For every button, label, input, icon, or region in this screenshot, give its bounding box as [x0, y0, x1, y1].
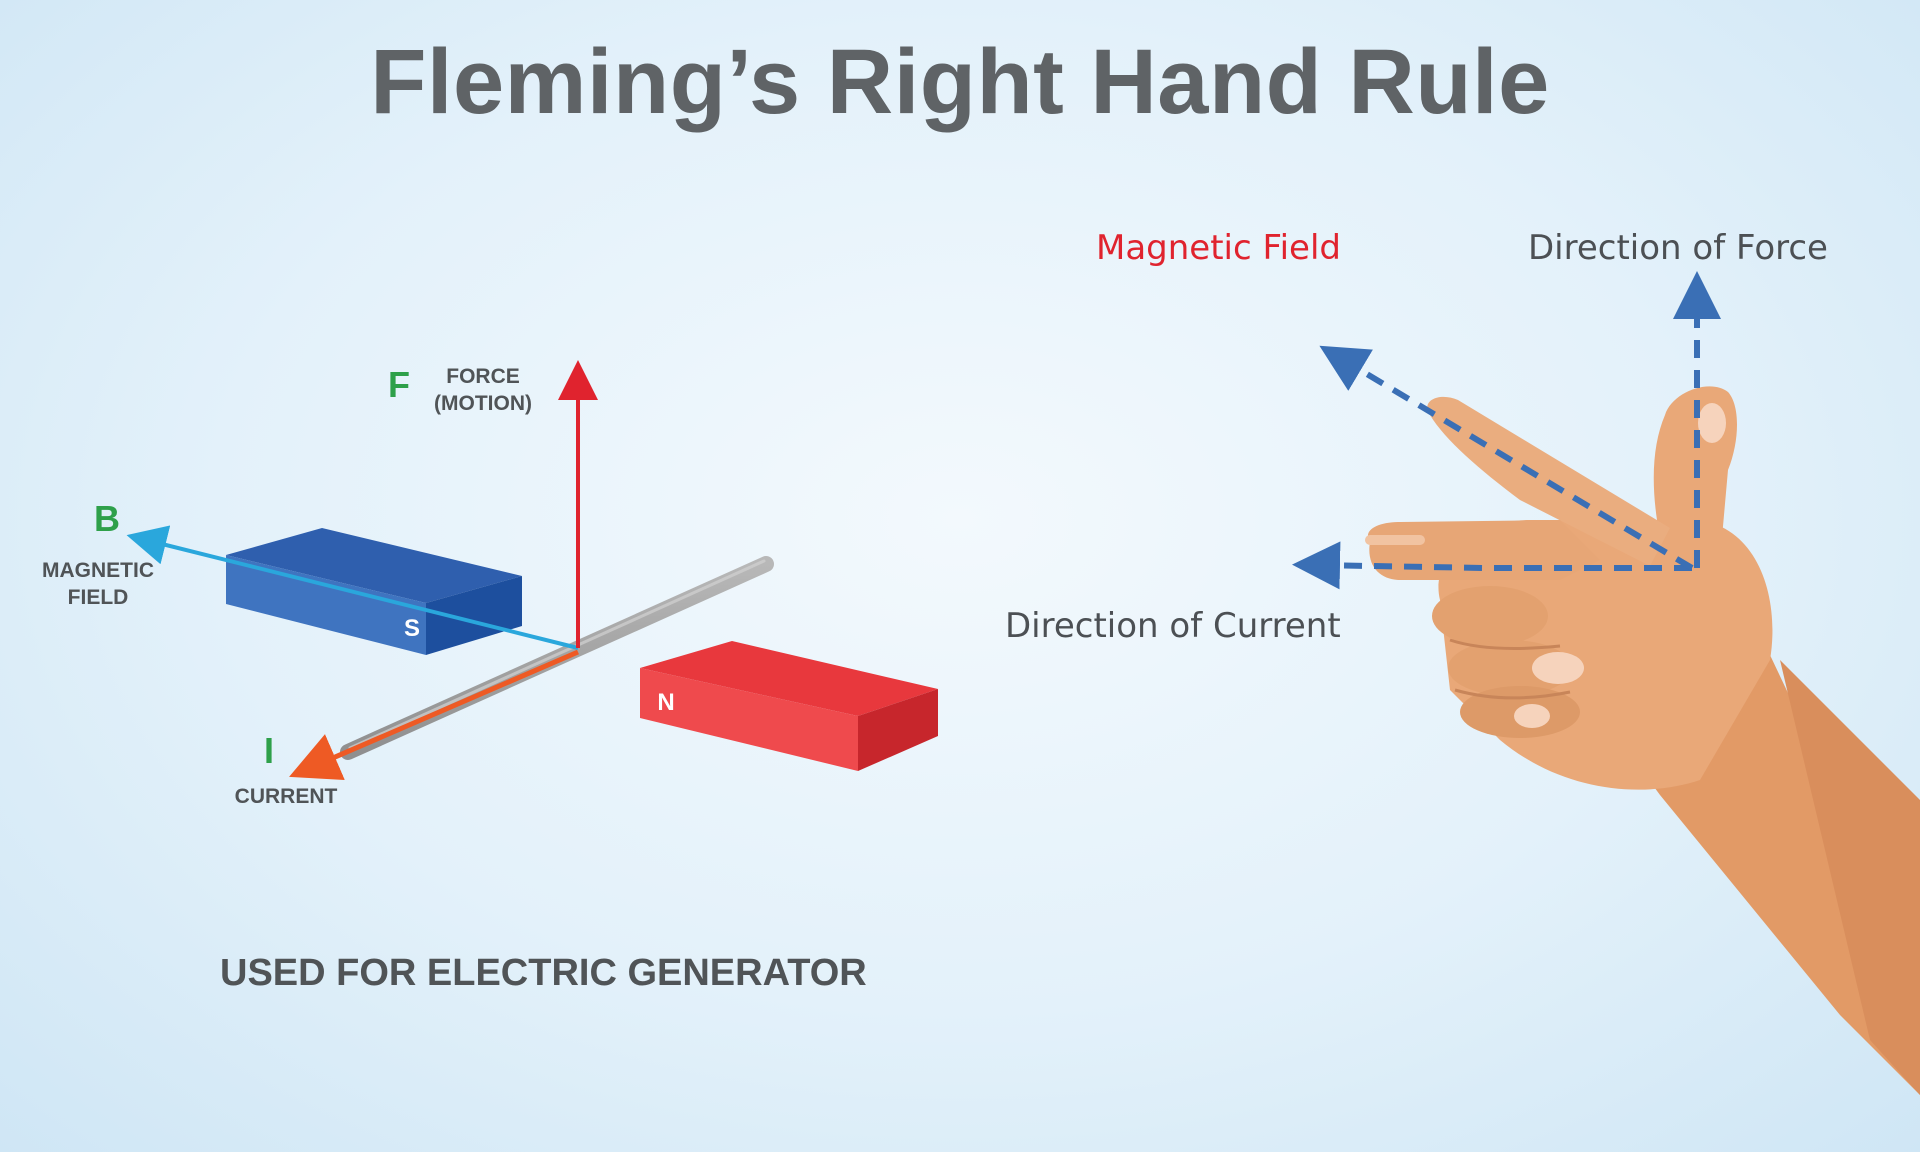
generator-footer-caption: USED FOR ELECTRIC GENERATOR: [220, 952, 867, 994]
direction-of-current-label: Direction of Current: [1005, 606, 1341, 646]
direction-of-force-label: Direction of Force: [1528, 228, 1828, 268]
field-label: MAGNETIC FIELD: [30, 557, 166, 611]
south-magnet: S: [226, 528, 522, 655]
north-magnet: N: [640, 641, 938, 771]
force-label-line1: FORCE: [446, 365, 520, 388]
current-arrow: [289, 649, 579, 781]
current-label: CURRENT: [234, 785, 338, 808]
force-label: FORCE (MOTION): [418, 363, 548, 417]
magnetic-field-arrow: [126, 525, 579, 650]
field-label-line2: FIELD: [67, 586, 129, 609]
current-letter: I: [264, 730, 275, 771]
field-label-line1: MAGNETIC: [42, 559, 154, 582]
north-pole-label: N: [657, 689, 674, 716]
force-letter: F: [388, 364, 410, 405]
south-pole-label: S: [404, 615, 420, 642]
force-label-line2: (MOTION): [434, 392, 532, 415]
right-hand: [1292, 271, 1920, 1095]
magnetic-field-label: Magnetic Field: [1096, 228, 1341, 268]
page-title: Fleming’s Right Hand Rule: [370, 31, 1550, 133]
field-letter: B: [94, 498, 120, 539]
